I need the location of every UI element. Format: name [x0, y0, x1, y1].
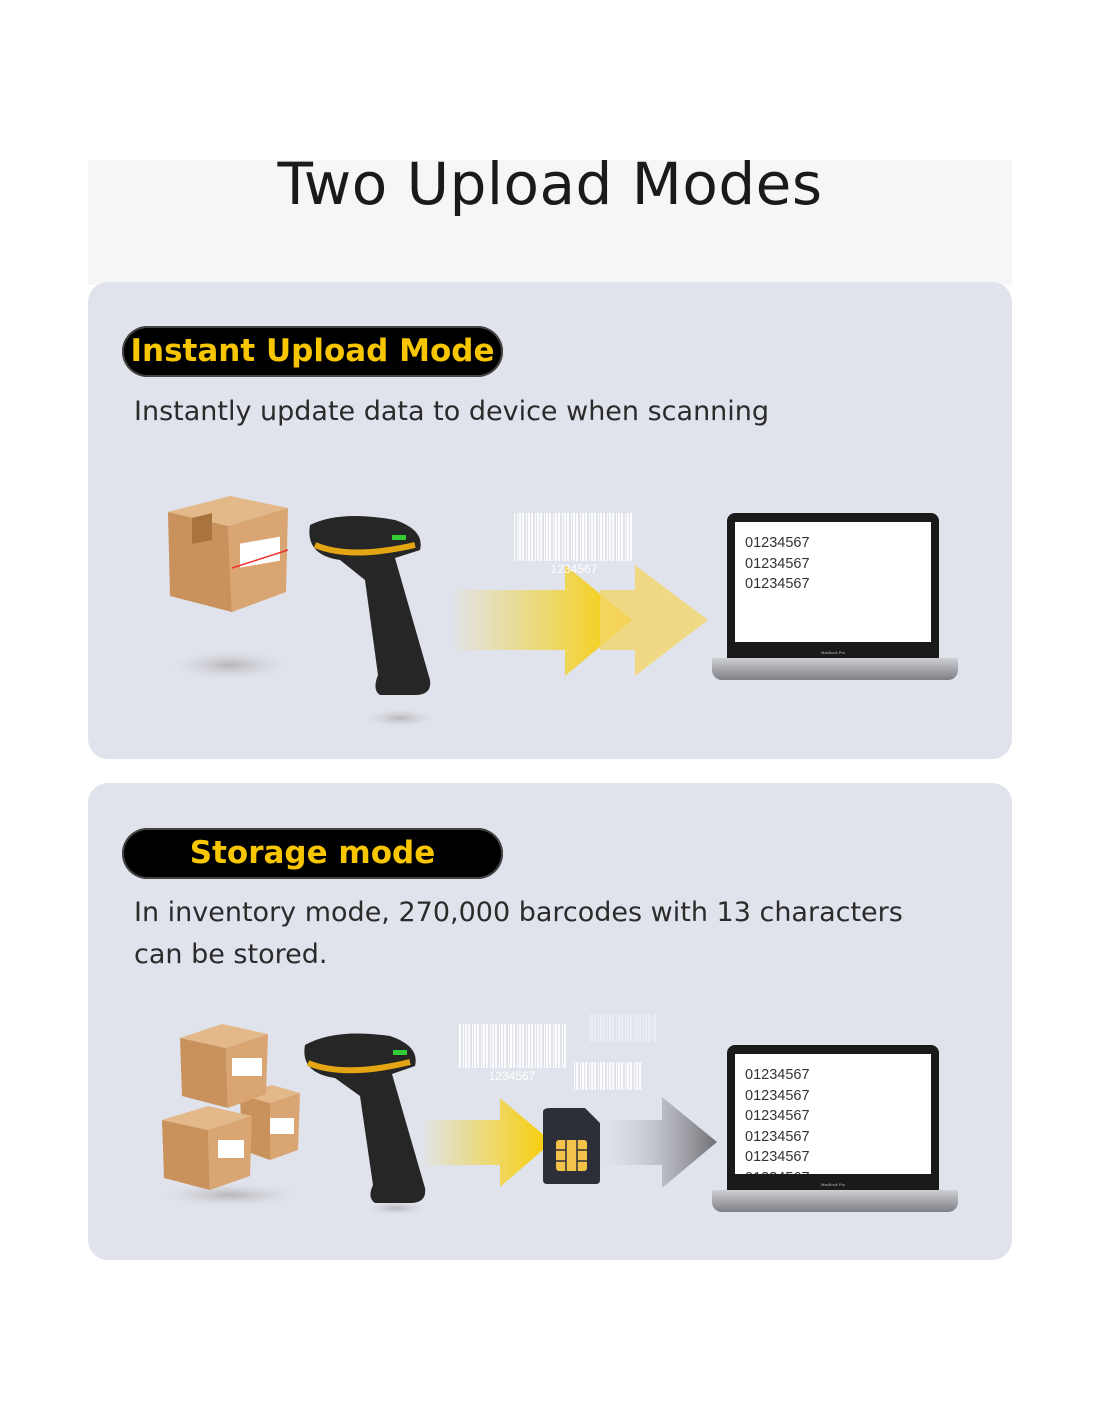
- storage-mode-badge: Storage mode: [122, 828, 503, 879]
- storage-mode-description-line1: In inventory mode, 270,000 barcodes with…: [134, 897, 903, 928]
- screen-line: 01234567: [745, 555, 810, 572]
- barcode-icon: [458, 1014, 656, 1090]
- screen-line: 01234567: [745, 1168, 931, 1175]
- barcode-icon: [514, 513, 634, 561]
- laptop-base: [712, 1190, 958, 1212]
- screen-line: 01234567: [745, 1149, 810, 1165]
- instant-upload-badge: Instant Upload Mode: [122, 326, 503, 377]
- screen-line: 01234567: [745, 1087, 810, 1104]
- arrow-icon: [420, 1097, 717, 1188]
- laptop-brand: MacBook Pro: [727, 648, 939, 658]
- laptop-screen: 01234567 01234567 01234567 01234567 0123…: [727, 1045, 939, 1180]
- screen-line: 01234567: [745, 1067, 810, 1083]
- barcode-scanner-icon: [309, 516, 435, 727]
- sim-card-icon: [543, 1108, 600, 1184]
- instant-upload-description: Instantly update data to device when sca…: [134, 396, 770, 427]
- screen-line: 01234567: [745, 1108, 810, 1124]
- laptop-screen: 01234567 01234567 01234567: [727, 513, 939, 648]
- barcode-scanner-icon: [304, 1033, 426, 1215]
- page-title: Two Upload Modes: [277, 150, 823, 218]
- barcode-number: 1234567: [488, 1069, 536, 1083]
- screen-line: 01234567: [745, 535, 810, 551]
- screen-line: 01234567: [745, 576, 810, 592]
- barcode-number: 1234567: [550, 562, 598, 576]
- cardboard-box-icon: [168, 496, 290, 680]
- arrow-icon: [450, 565, 708, 676]
- laptop-brand: MacBook Pro: [727, 1180, 939, 1190]
- cardboard-boxes-icon: [160, 1024, 300, 1207]
- screen-line: 01234567: [745, 1128, 810, 1145]
- laptop-base: [712, 658, 958, 680]
- storage-mode-description-line2: can be stored.: [134, 939, 328, 970]
- title-band: [88, 160, 1012, 285]
